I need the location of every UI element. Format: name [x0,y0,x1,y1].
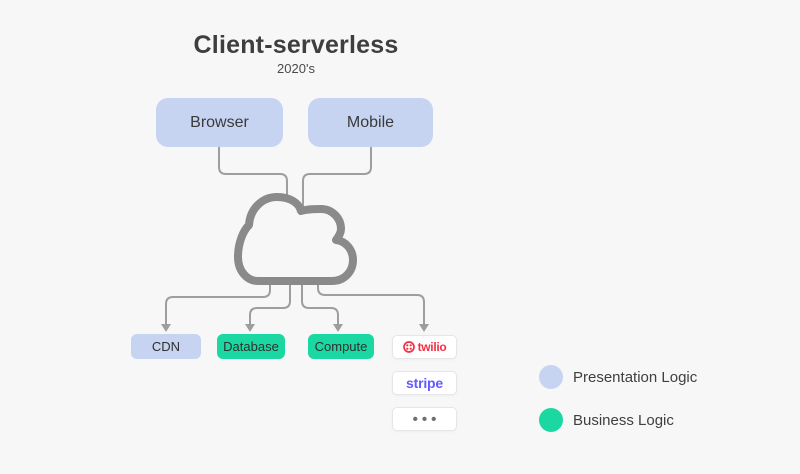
wire-cloud-cdn [165,276,271,324]
vendor-card-stripe: stripe [392,371,457,395]
node-browser-label: Browser [190,113,249,131]
arrowhead-vendors [419,324,429,332]
arrowhead-database [245,324,255,332]
node-browser: Browser [156,98,283,147]
era-label: 2020's [277,61,315,76]
node-database: Database [217,334,285,359]
node-cdn: CDN [131,334,201,359]
legend-item-presentation: Presentation Logic [539,365,697,389]
arrowhead-cdn [161,324,171,332]
node-database-label: Database [223,339,279,354]
legend-business-label: Business Logic [573,411,674,429]
arrowhead-compute [333,324,343,332]
node-cdn-label: CDN [151,339,181,354]
vendor-card-more: ••• [392,407,457,431]
vendor-stripe-label: stripe [406,375,443,391]
presentation-color-swatch [539,365,563,389]
vendor-twilio-label: twilio [417,340,447,354]
wire-cloud-database [249,276,291,324]
cloud-icon [234,193,357,285]
legend-presentation-label: Presentation Logic [573,368,698,386]
wire-browser-cloud [218,147,288,214]
wire-mobile-cloud [302,147,372,216]
node-compute: Compute [308,334,374,359]
vendor-card-twilio: twilio [392,335,457,359]
wire-cloud-compute [301,276,339,324]
node-compute-label: Compute [314,339,368,354]
arrowheads [161,324,429,332]
page-title: Client-serverless [193,31,399,59]
twilio-logo-icon [402,341,415,353]
node-mobile: Mobile [308,98,433,147]
legend-item-business: Business Logic [539,408,697,432]
node-mobile-label: Mobile [346,113,395,131]
business-color-swatch [539,408,563,432]
more-vendors-dots: ••• [412,410,441,428]
legend: Presentation Logic Business Logic [539,365,697,451]
wire-cloud-vendors [317,276,425,324]
